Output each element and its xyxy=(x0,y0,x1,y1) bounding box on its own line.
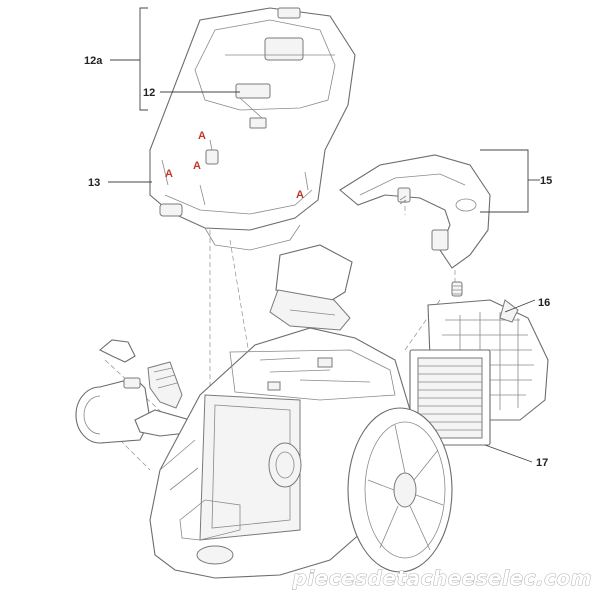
vacuum-main-body xyxy=(149,327,411,579)
callout-12a: 12a xyxy=(84,55,103,67)
marker-a-4: A xyxy=(296,189,304,201)
part-13-hinge-frame xyxy=(159,139,309,217)
callout-13: 13 xyxy=(88,177,100,189)
marker-a-1: A xyxy=(198,130,206,142)
callout-labels: 12a 12 13 15 16 17 xyxy=(84,55,552,469)
inlet-cover-part xyxy=(269,244,353,331)
site-watermark: piecesdetacheeselec.com xyxy=(292,566,593,590)
part-12-latch xyxy=(235,83,271,129)
callout-16: 16 xyxy=(538,297,550,309)
vacuum-rear-wheel xyxy=(347,407,453,573)
callout-15: 15 xyxy=(540,175,552,187)
leader-lines xyxy=(108,7,540,463)
screw-markers: A A A A xyxy=(165,130,304,201)
spring-parts xyxy=(451,281,463,297)
hose-connector-parts xyxy=(75,339,196,444)
callout-12: 12 xyxy=(143,87,155,99)
part-15-handle xyxy=(339,154,491,269)
marker-a-2: A xyxy=(165,168,173,180)
marker-a-3: A xyxy=(193,160,201,172)
callout-17: 17 xyxy=(536,457,548,469)
